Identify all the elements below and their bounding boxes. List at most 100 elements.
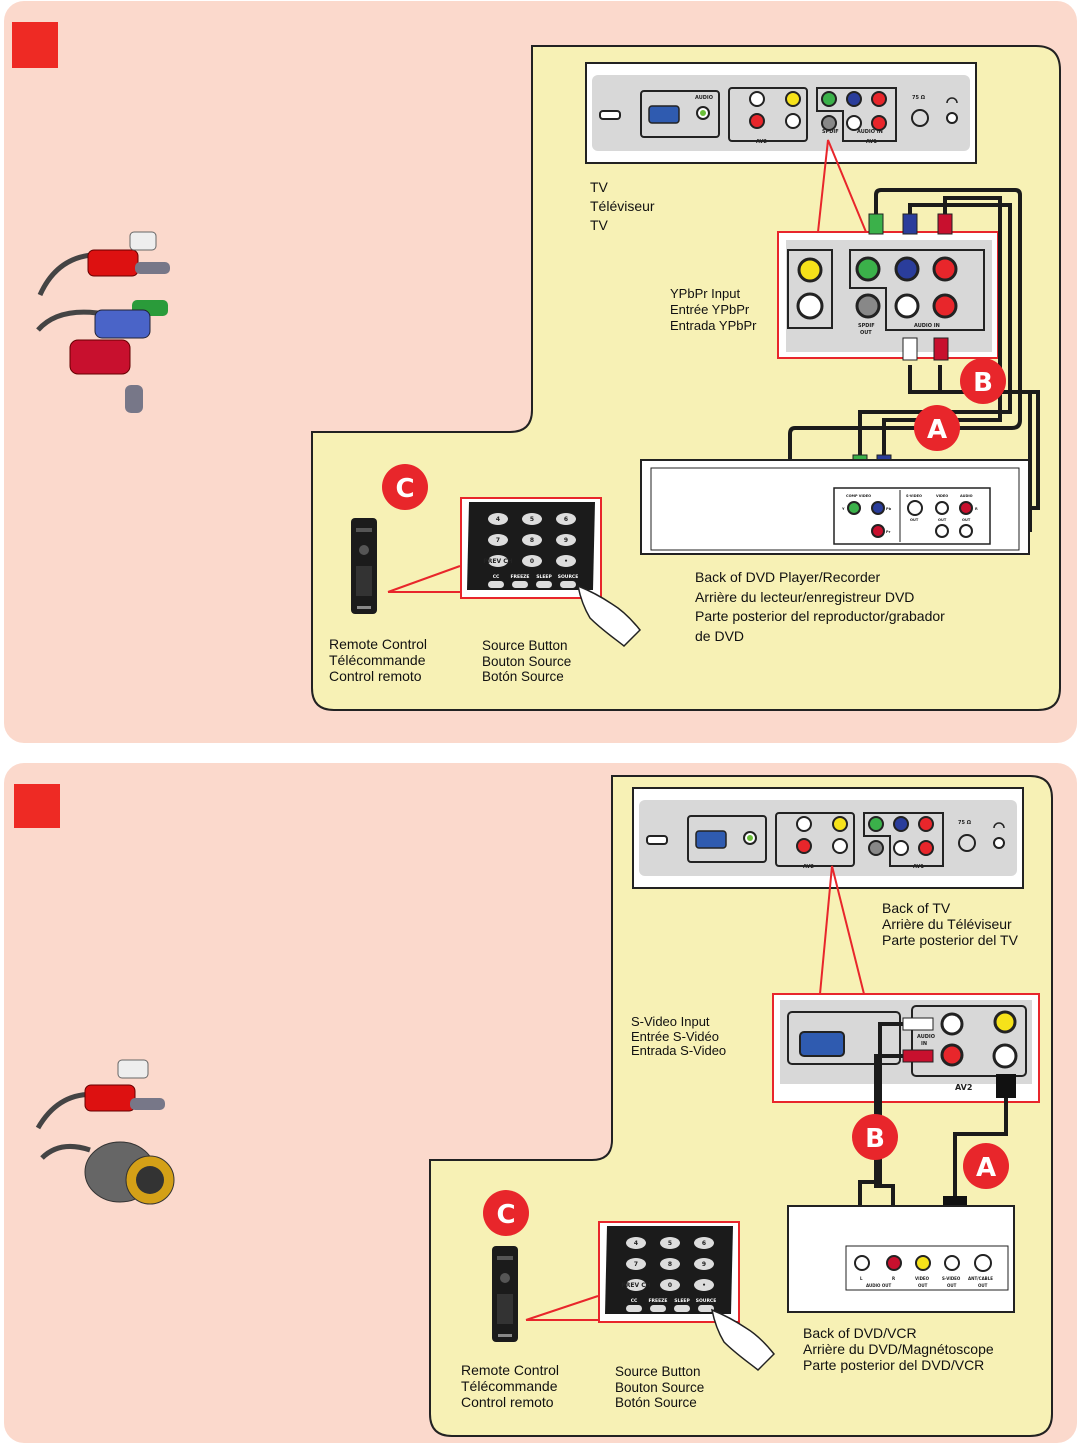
remote-key-k7[interactable] xyxy=(626,1258,646,1270)
remote-key-k4[interactable] xyxy=(626,1237,646,1249)
inset-audio-in-label: AUDIO IN xyxy=(914,323,940,329)
remote-key-label: SOURCE xyxy=(696,1298,717,1304)
video-out-label-2: OUT xyxy=(918,1283,928,1288)
remote-key-label: 8 xyxy=(530,537,534,544)
remote-label-line: Control remoto xyxy=(329,668,422,684)
tv-label-line: Parte posterior del TV xyxy=(882,932,1018,948)
remote-key-k6[interactable] xyxy=(694,1237,714,1249)
badge-b-2 xyxy=(852,1114,898,1160)
remote-key-k5[interactable] xyxy=(522,513,542,525)
zoom-pointer-2 xyxy=(819,865,865,995)
badge-a xyxy=(914,405,960,451)
remote-key-k5[interactable] xyxy=(660,1237,680,1249)
audio-out-label: OUT xyxy=(962,518,971,522)
remote-key-sleep[interactable] xyxy=(674,1305,690,1312)
cables-2 xyxy=(858,1022,1008,1212)
svideo-cables-illustration xyxy=(35,1059,175,1205)
badge-a-2-label: A xyxy=(976,1153,996,1183)
remote-key-label: 0 xyxy=(530,558,534,565)
step-1-marker xyxy=(12,22,58,68)
remote-label-line: Remote Control xyxy=(329,636,428,652)
remote-key-label: • xyxy=(702,1282,706,1289)
tv-av2-label: AV2 xyxy=(756,139,767,145)
remote-key-label: 4 xyxy=(496,516,500,523)
badge-c-label: C xyxy=(395,474,414,504)
remote-key-label: 6 xyxy=(564,516,568,523)
ant-out-label: OUT xyxy=(978,1283,988,1288)
remote-keypad-closeup-2 xyxy=(598,1221,740,1323)
tv-av1-label: AV1 xyxy=(866,139,877,145)
remote-key-cc[interactable] xyxy=(488,581,504,588)
tv-label-line: Back of TV xyxy=(882,900,951,916)
remote-key-prev[interactable] xyxy=(626,1279,646,1291)
dvd-label-line: Parte posterior del DVD/VCR xyxy=(803,1357,985,1373)
remote-key-freeze[interactable] xyxy=(512,581,528,588)
remote-label-line: Télécommande xyxy=(461,1378,558,1394)
source-label-line: Source Button xyxy=(482,638,568,653)
remote-key-label: 5 xyxy=(530,516,534,523)
remote-key-freeze[interactable] xyxy=(650,1305,666,1312)
svideo-out-label-2: OUT xyxy=(947,1283,957,1288)
source-label-line: Botón Source xyxy=(615,1395,697,1410)
remote-control-image xyxy=(351,518,377,614)
remote-key-label: 0 xyxy=(668,1282,672,1289)
r-label-2: R xyxy=(892,1276,895,1281)
dvd-label-line: Parte posterior del reproductor/grabador xyxy=(695,608,945,624)
source-label-line: Bouton Source xyxy=(482,653,572,669)
remote-key-k8[interactable] xyxy=(522,534,542,546)
video-label: VIDEO xyxy=(936,494,948,498)
badge-a-2 xyxy=(963,1143,1009,1189)
input-label-line: YPbPr Input xyxy=(670,286,741,301)
ant-cable-label: ANT/CABLE xyxy=(968,1276,993,1281)
dvd-label-line: de DVD xyxy=(695,627,745,644)
inset-in-label: IN xyxy=(921,1041,927,1047)
remote-key-k0[interactable] xyxy=(660,1279,680,1291)
dvd-label-line: Back of DVD/VCR xyxy=(803,1325,917,1341)
remote-key-k9[interactable] xyxy=(694,1258,714,1270)
source-label-line: Botón Source xyxy=(482,669,564,684)
input-label-line: Entrée YPbPr xyxy=(670,302,750,317)
remote-label-line: Télécommande xyxy=(329,652,426,668)
audio-label: AUDIO xyxy=(960,494,973,498)
remote-key-label: 9 xyxy=(564,537,568,544)
remote-key-source[interactable] xyxy=(698,1305,714,1312)
svideo-out-label: OUT xyxy=(910,518,919,522)
tv-audio-label: AUDIO xyxy=(695,95,713,101)
remote-key-prev[interactable] xyxy=(488,555,508,567)
remote-key-dot[interactable] xyxy=(556,555,576,567)
remote-key-k6[interactable] xyxy=(556,513,576,525)
badge-c-2-label: C xyxy=(496,1200,515,1230)
badge-a-label: A xyxy=(927,415,947,445)
remote-key-label: 5 xyxy=(668,1240,672,1247)
svideo-label-2: S-VIDEO xyxy=(942,1276,961,1281)
dvd-label-line: Back of DVD Player/Recorder xyxy=(695,569,881,585)
tv-spdif-label: SPDIF xyxy=(822,129,839,135)
remote-key-source[interactable] xyxy=(560,581,576,588)
remote-key-k0[interactable] xyxy=(522,555,542,567)
remote-key-dot[interactable] xyxy=(694,1279,714,1291)
inset-av2-label: AV2 xyxy=(955,1083,972,1092)
remote-key-label: SOURCE xyxy=(558,574,579,580)
input-label-line: Entrada S-Video xyxy=(631,1043,727,1058)
remote-key-cc[interactable] xyxy=(626,1305,642,1312)
remote-key-label: FREEZE xyxy=(648,1298,667,1304)
remote-control-image-2 xyxy=(492,1246,518,1342)
remote-key-k7[interactable] xyxy=(488,534,508,546)
pr-label: Pr xyxy=(886,530,891,534)
remote-key-k8[interactable] xyxy=(660,1258,680,1270)
l-label: L xyxy=(860,1276,863,1281)
remote-key-sleep[interactable] xyxy=(536,581,552,588)
tv-label-line: TV xyxy=(590,179,608,195)
remote-key-k9[interactable] xyxy=(556,534,576,546)
input-label-line: S-Video Input xyxy=(631,1014,710,1029)
remote-key-k4[interactable] xyxy=(488,513,508,525)
